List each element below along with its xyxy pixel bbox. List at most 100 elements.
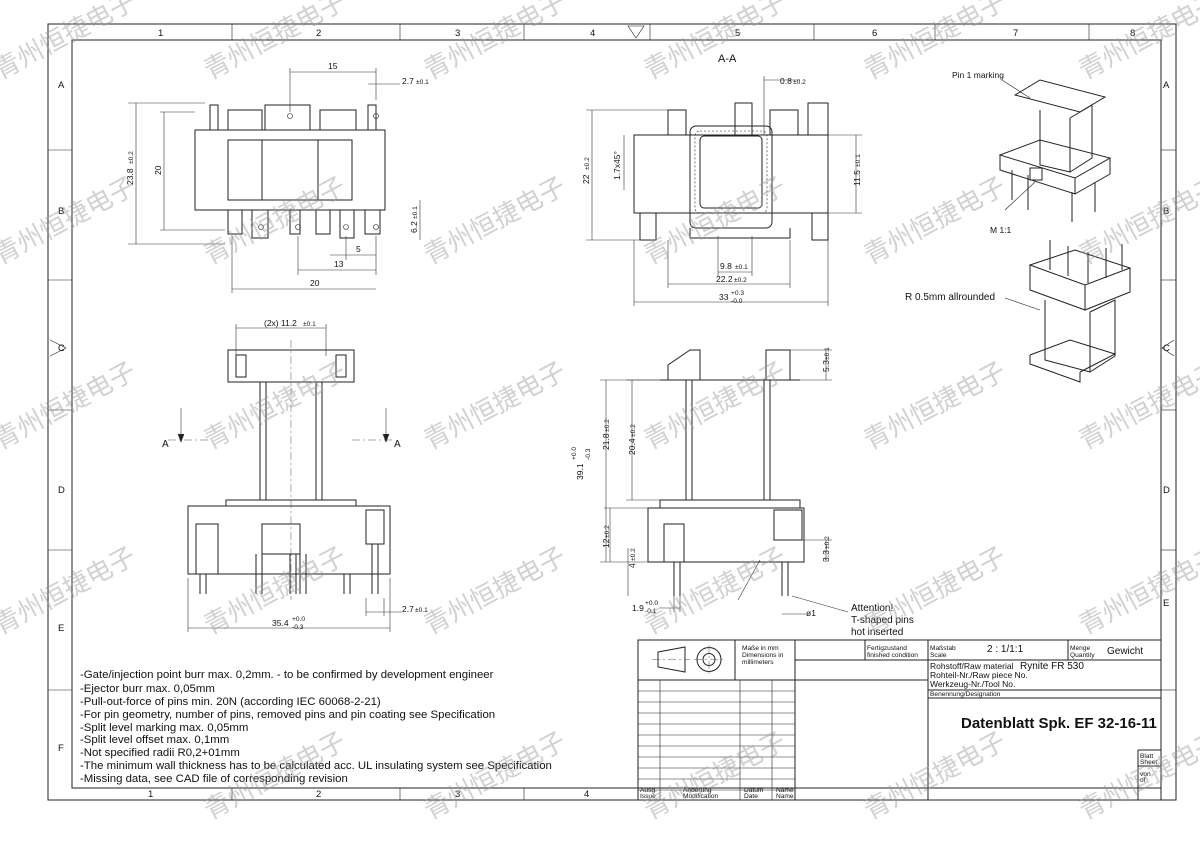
watermark: 青州恒捷电子 xyxy=(859,171,1011,271)
dim-0-8: 0.8 xyxy=(780,76,792,86)
row-label-B: B xyxy=(58,206,64,217)
raw-material-value: Rynite FR 530 xyxy=(1020,661,1084,672)
watermark: 青州恒捷电子 xyxy=(0,171,141,271)
tol-35-4-upper: +0.0 xyxy=(292,616,305,623)
tol-11-5: ±0.1 xyxy=(855,154,862,167)
dim-11-5: 11.5 xyxy=(852,170,862,186)
watermark: 青州恒捷电子 xyxy=(419,726,571,826)
of-en: of xyxy=(1140,777,1146,784)
tol-11-2: ±0.1 xyxy=(303,321,316,328)
dim-39-1: 39.1 xyxy=(575,463,585,480)
row-label-A: A xyxy=(58,80,65,91)
dim-20-4: 20.4 xyxy=(627,438,637,455)
row-label-C-right: C xyxy=(1163,343,1170,354)
tol-5-3: ±0.1 xyxy=(824,347,831,360)
tol-2-7: ±0.1 xyxy=(416,79,429,86)
tol-39-1-lower: -0.3 xyxy=(585,448,592,460)
finish-en: finished condition xyxy=(867,652,918,659)
row-label-A-right: A xyxy=(1163,80,1170,91)
watermark: 青州恒捷电子 xyxy=(419,541,571,641)
watermark: 青州恒捷电子 xyxy=(419,356,571,456)
dim-13: 13 xyxy=(334,259,344,269)
row-label-D-right: D xyxy=(1163,485,1170,496)
col-label-6: 6 xyxy=(872,28,877,39)
dim-11-2: (2x) 11.2 xyxy=(264,318,297,328)
dim-35-4: 35.4 xyxy=(272,618,289,628)
drawing-frame xyxy=(47,23,1177,801)
attention-line-3: hot inserted xyxy=(851,627,903,638)
sheet-de: Blatt xyxy=(1140,753,1153,760)
dim-22-2: 22.2 xyxy=(716,274,733,284)
col-label-4-bottom: 4 xyxy=(584,789,589,800)
top-view: 15 2.7 ±0.1 23.8 ±0.2 20 6.2 ±0.1 5 13 2… xyxy=(125,61,429,293)
dim-23-8: 23.8 xyxy=(125,168,135,185)
note-7: -Not specified radii R0,2+01mm xyxy=(80,747,240,759)
note-8: -The minimum wall thickness has to be ca… xyxy=(80,760,552,772)
watermark: 青州恒捷电子 xyxy=(639,171,791,271)
modification-en: Modification xyxy=(683,793,719,800)
quantity-en: Quantity xyxy=(1070,652,1095,659)
row-label-E: E xyxy=(58,623,64,634)
tol-23-8: ±0.2 xyxy=(128,151,135,164)
tol-0-8: ±0.2 xyxy=(793,79,806,86)
watermark: 青州恒捷电子 xyxy=(1074,356,1200,456)
col-label-3-bottom: 3 xyxy=(455,789,460,800)
raw-material-label: Rohstoff/Raw material xyxy=(930,661,1014,671)
raw-piece-label: Rohteil-Nr./Raw piece No. xyxy=(930,670,1028,680)
row-label-C: C xyxy=(58,343,65,354)
dim-20-vertical: 20 xyxy=(153,165,163,175)
pin1-marking-label: Pin 1 marking xyxy=(952,70,1004,80)
watermark: 青州恒捷电子 xyxy=(639,356,791,456)
note-2: -Ejector burr max. 0,05mm xyxy=(80,683,215,695)
col-label-3: 3 xyxy=(455,28,460,39)
col-label-7: 7 xyxy=(1013,28,1018,39)
name-en: Name xyxy=(776,793,794,800)
dim-4: 4 xyxy=(627,563,637,568)
title-block: Maße in mm Dimensions in millimeters Fer… xyxy=(637,639,1162,801)
tol-35-4-lower: -0.3 xyxy=(292,624,304,631)
units-en-2: millimeters xyxy=(742,659,774,666)
dim-2-7: 2.7 xyxy=(402,76,414,86)
watermark: 青州恒捷电子 xyxy=(419,171,571,271)
dim-12: 12 xyxy=(601,538,611,548)
date-de: Datum xyxy=(744,787,764,794)
general-notes: -Gate/injection point burr max. 0,2mm. -… xyxy=(80,669,552,785)
dim-9-8: 9.8 xyxy=(720,261,732,271)
dim-chamfer: 1.7x45° xyxy=(612,151,622,180)
tol-1-9-lower: -0.1 xyxy=(645,608,657,615)
row-label-D: D xyxy=(58,485,65,496)
row-label-B-right: B xyxy=(1163,206,1169,217)
modification-de: Änderung xyxy=(683,786,712,794)
tol-6-2: ±0.1 xyxy=(412,206,419,219)
dim-21-8: 21.8 xyxy=(601,433,611,450)
tol-20-4: ±0.2 xyxy=(630,424,637,437)
units-de: Maße in mm xyxy=(742,645,779,652)
attention-line-1: Attention! xyxy=(851,603,893,614)
dim-6-2: 6.2 xyxy=(409,221,419,233)
issue-en: Issue xyxy=(640,793,656,800)
weight-label: Gewicht xyxy=(1107,646,1143,657)
col-label-8: 8 xyxy=(1130,28,1135,39)
watermark: 青州恒捷电子 xyxy=(859,726,1011,826)
scale-en: Scale xyxy=(930,652,947,659)
scale-label-iso: M 1:1 xyxy=(990,225,1012,235)
watermark: 青州恒捷电子 xyxy=(0,356,141,456)
note-4: -For pin geometry, number of pins, remov… xyxy=(80,709,495,721)
tol-33-upper: +0.3 xyxy=(731,290,744,297)
dim-diameter-1: ø1 xyxy=(806,608,816,618)
watermark: 青州恒捷电子 xyxy=(0,541,141,641)
watermark: 青州恒捷电子 xyxy=(859,356,1011,456)
tol-1-9-upper: +0.0 xyxy=(645,600,658,607)
tol-3-3: ±0.2 xyxy=(824,536,831,549)
side-view: 5.3 ±0.1 39.1 +0.0 -0.3 21.8 ±0.2 20.4 ±… xyxy=(571,347,914,638)
note-5: -Split level marking max. 0,05mm xyxy=(80,722,248,734)
dim-5-3: 5.3 xyxy=(821,360,831,372)
quantity-de: Menge xyxy=(1070,645,1090,652)
watermark: 青州恒捷电子 xyxy=(1074,541,1200,641)
watermark: 青州恒捷电子 xyxy=(199,0,351,86)
note-6: -Split level offset max. 0,1mm xyxy=(80,734,229,746)
dim-5: 5 xyxy=(356,244,361,254)
of-de: von xyxy=(1140,771,1151,778)
row-labels: A B C D E F A B C D E xyxy=(58,80,1170,754)
name-de: Name xyxy=(776,787,794,794)
